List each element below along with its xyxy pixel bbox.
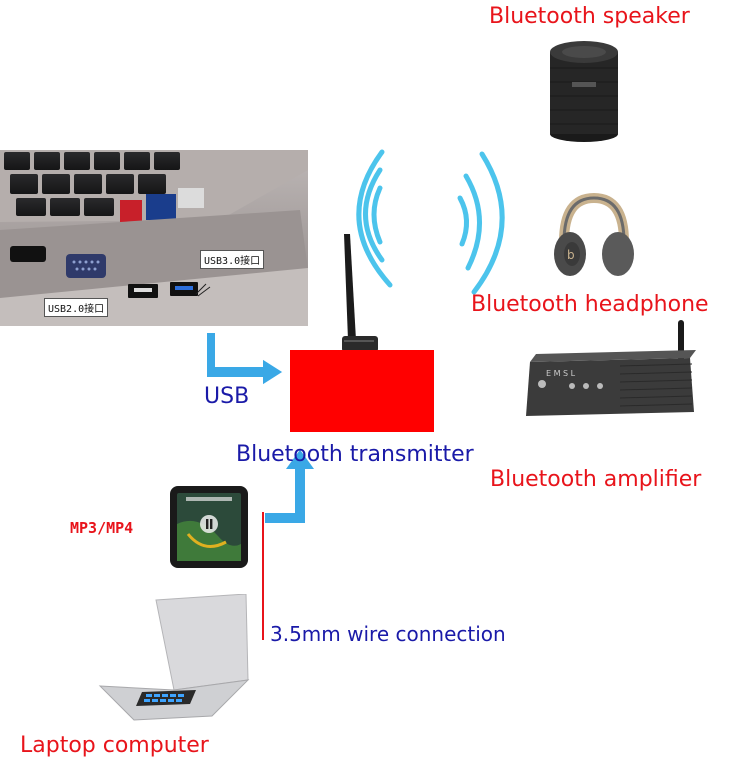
usb2-port-tag: USB2.0接口 — [44, 298, 108, 317]
wire-line — [258, 512, 268, 642]
signal-wave-right-inner — [460, 198, 467, 244]
bluetooth-amplifier-image: E M S L — [520, 318, 700, 418]
bluetooth-headphone-image: b — [552, 192, 636, 282]
bluetooth-speaker-label: Bluetooth speaker — [489, 6, 690, 28]
bluetooth-amplifier-label: Bluetooth amplifier — [490, 469, 701, 491]
transmitter-antenna — [330, 232, 380, 356]
laptop-computer-image — [96, 594, 256, 724]
bluetooth-speaker-image — [544, 38, 624, 144]
mp3-player-image — [168, 484, 250, 570]
bluetooth-headphone-label: Bluetooth headphone — [471, 294, 709, 316]
mp3-mp4-label: MP3/MP4 — [70, 521, 133, 536]
wire-connection-label: 3.5mm wire connection — [270, 624, 506, 644]
svg-text:E M S L: E M S L — [546, 369, 576, 378]
svg-text:b: b — [567, 248, 575, 262]
laptop-computer-label: Laptop computer — [20, 735, 209, 757]
bluetooth-transmitter-box — [290, 350, 434, 432]
usb3-port-tag: USB3.0接口 — [200, 250, 264, 269]
usb-label: USB — [204, 386, 249, 408]
laptop-ports-photo: USB3.0接口 USB2.0接口 — [0, 150, 308, 326]
bluetooth-transmitter-label: Bluetooth transmitter — [236, 444, 474, 466]
